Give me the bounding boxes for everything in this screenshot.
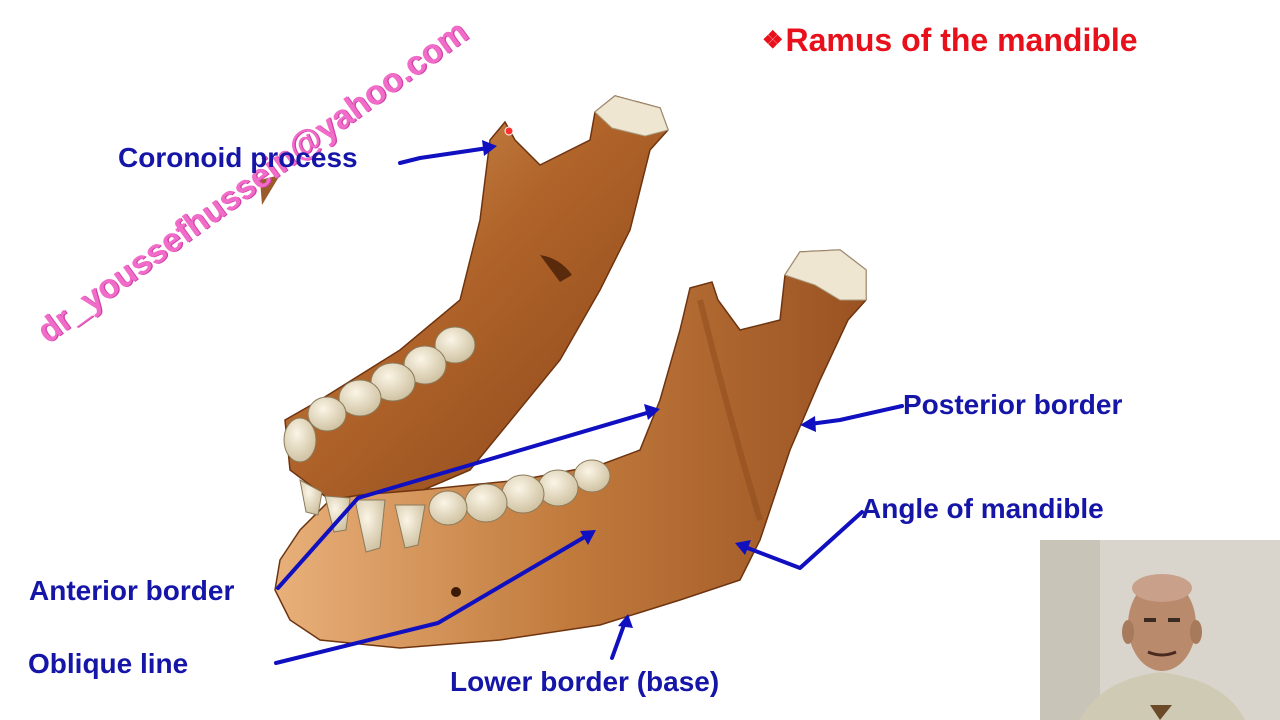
anterior-arrow	[276, 410, 652, 590]
presenter-avatar	[1040, 540, 1280, 720]
posterior-arrow	[808, 404, 904, 426]
label-angle-of-mandible: Angle of mandible	[861, 493, 1104, 524]
near-teeth	[299, 459, 611, 553]
far-mandible-half	[283, 95, 669, 501]
posterior-arrowhead	[800, 416, 816, 432]
label-lower-border: Lower border (base)	[450, 666, 720, 697]
near-mandible-half	[274, 249, 867, 649]
label-oblique-line: Oblique line	[28, 648, 189, 679]
lower-border-arrow	[610, 620, 627, 660]
label-posterior-border: Posterior border	[903, 389, 1123, 420]
label-anterior-border: Anterior border	[29, 575, 235, 606]
anterior-arrowhead	[644, 404, 660, 420]
slide-title-text: Ramus of the mandible	[785, 22, 1138, 58]
far-teeth	[283, 326, 476, 463]
label-coronoid-process: Coronoid process	[118, 142, 358, 173]
oblique-arrow	[274, 533, 590, 665]
slide-title: ❖Ramus of the mandible	[762, 22, 1138, 59]
bone-fragment	[260, 175, 280, 205]
coronoid-arrow	[398, 146, 490, 165]
presenter-webcam	[1040, 540, 1280, 720]
pointer-dot	[504, 126, 514, 136]
diamond-bullet-icon: ❖	[762, 27, 784, 54]
angle-arrow	[743, 510, 864, 570]
angle-arrowhead	[735, 540, 751, 555]
coronoid-arrowhead	[482, 140, 497, 156]
oblique-arrowhead	[580, 530, 596, 545]
lower-border-arrowhead	[618, 614, 633, 628]
